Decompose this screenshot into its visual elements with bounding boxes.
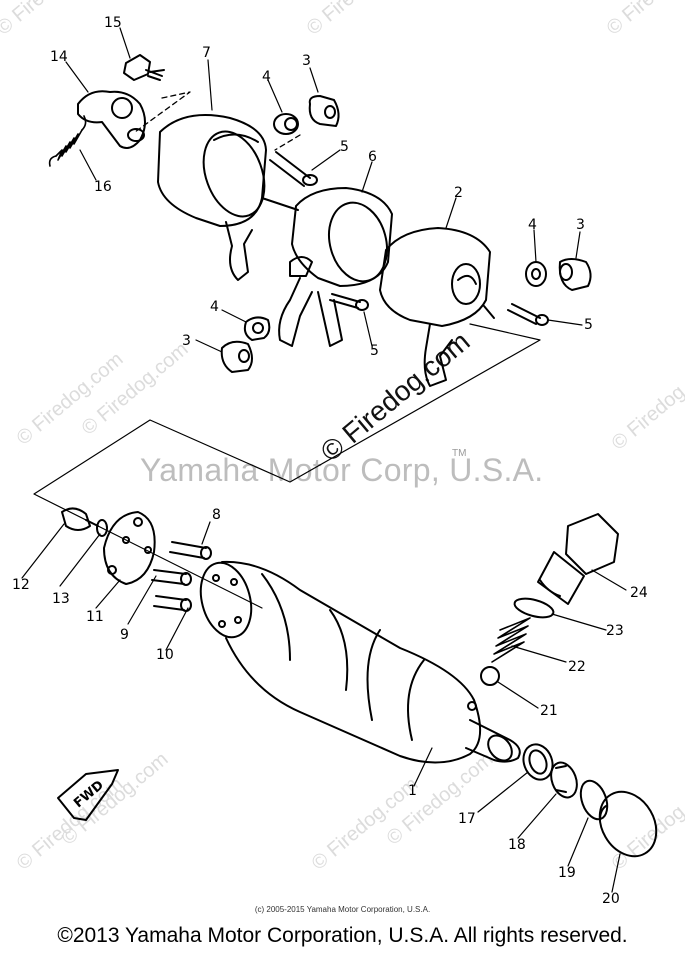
part-7-shift-fork-icon xyxy=(157,114,299,281)
part-4-roller-icon xyxy=(525,261,547,287)
callout-1: 1 xyxy=(408,783,417,799)
callout-16: 16 xyxy=(94,179,112,195)
brand-watermark: Yamaha Motor Corp, U.S.A. xyxy=(140,452,544,488)
callout-8: 8 xyxy=(212,507,221,523)
part-23-gasket-icon xyxy=(513,597,555,619)
callout-3: 3 xyxy=(302,53,311,69)
guide-line xyxy=(134,91,191,133)
part-5-pin-icon xyxy=(329,293,369,311)
callout-3: 3 xyxy=(576,217,585,233)
copyright-footer: ©2013 Yamaha Motor Corporation, U.S.A. A… xyxy=(57,924,628,947)
callout-17: 17 xyxy=(458,811,476,827)
part-1-shift-cam-icon xyxy=(199,560,521,764)
part-14-stopper-lever-icon xyxy=(77,90,146,149)
part-11-segment-icon xyxy=(103,511,156,585)
part-10-pin-icon xyxy=(153,595,192,612)
part-22-spring-icon xyxy=(491,617,531,663)
part-20-cap-icon xyxy=(598,790,658,858)
part-21-ball-icon xyxy=(480,666,500,686)
dashed-connector xyxy=(33,323,541,609)
part-3-guide-pin-icon xyxy=(220,340,253,373)
callout-4: 4 xyxy=(210,299,219,315)
callout-13: 13 xyxy=(52,591,70,607)
callout-7: 7 xyxy=(202,45,211,61)
trademark-mark: TM xyxy=(452,448,467,459)
part-18-bearing-icon xyxy=(550,761,578,799)
callout-19: 19 xyxy=(558,865,576,881)
part-5-pin-icon xyxy=(269,151,318,187)
callout-6: 6 xyxy=(368,149,377,165)
callout-5: 5 xyxy=(370,343,379,359)
part-12-screw-icon xyxy=(61,507,99,531)
part-5-pin-icon xyxy=(507,303,549,326)
callout-3: 3 xyxy=(182,333,191,349)
part-6-shift-fork-icon xyxy=(278,187,393,347)
part-24-bolt-icon xyxy=(537,513,619,605)
callout-14: 14 xyxy=(50,49,68,65)
callout-21: 21 xyxy=(540,703,558,719)
callout-24: 24 xyxy=(630,585,648,601)
part-19-circlip-icon xyxy=(579,779,609,821)
callout-5: 5 xyxy=(340,139,349,155)
fwd-arrow-icon xyxy=(57,769,119,821)
callout-5: 5 xyxy=(584,317,593,333)
part-8-pin-icon xyxy=(169,541,212,560)
part-3-guide-pin-icon xyxy=(558,258,592,291)
leader-lines xyxy=(21,27,627,893)
callout-11: 11 xyxy=(86,609,104,625)
part-16-spring-icon xyxy=(48,115,87,167)
part-3-guide-pin-icon xyxy=(308,95,340,127)
callout-22: 22 xyxy=(568,659,586,675)
callout-20: 20 xyxy=(602,891,620,907)
callout-18: 18 xyxy=(508,837,526,853)
callout-15: 15 xyxy=(104,15,122,31)
callout-12: 12 xyxy=(12,577,30,593)
part-15-bolt-icon xyxy=(123,54,165,81)
part-17-circlip-icon xyxy=(522,743,554,781)
part-4-roller-icon xyxy=(243,316,271,341)
callout-23: 23 xyxy=(606,623,624,639)
callout-2: 2 xyxy=(454,185,463,201)
callout-9: 9 xyxy=(120,627,129,643)
part-9-pin-icon xyxy=(151,569,192,586)
part-4-roller-icon xyxy=(273,113,299,135)
callout-10: 10 xyxy=(156,647,174,663)
callout-4: 4 xyxy=(528,217,537,233)
part-13-washer-icon xyxy=(96,519,108,537)
part-2-shift-fork-icon xyxy=(379,227,495,387)
callout-4: 4 xyxy=(262,69,271,85)
small-credit-line: (c) 2005-2015 Yamaha Motor Corporation, … xyxy=(254,905,431,914)
